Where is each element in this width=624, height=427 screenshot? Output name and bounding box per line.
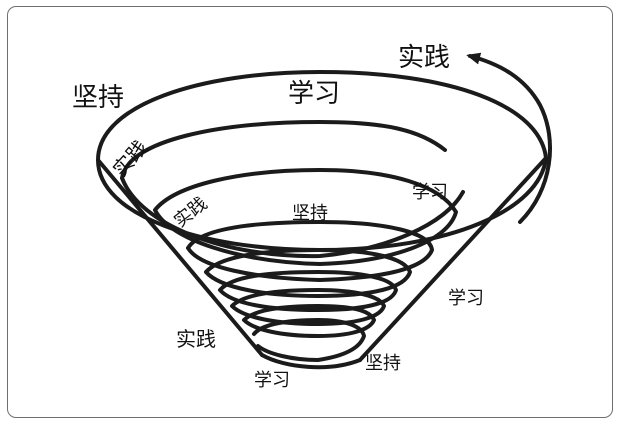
diagram-frame [7,6,613,418]
label-bottom-right: 坚持 [365,353,401,374]
label-outer-left: 坚持 [72,83,124,113]
spiral-ring-8 [242,304,376,338]
label-ring3-left: 实践 [170,193,211,232]
label-outer-right: 实践 [398,43,450,73]
spiral-ring-9 [252,318,366,362]
label-ring2-right: 学习 [412,182,448,203]
label-cone-right: 学习 [448,288,484,309]
label-ring3-center: 坚持 [292,203,328,224]
label-bottom-left: 学习 [254,370,290,391]
outgoing-arrow [466,52,552,224]
cone-left-side [96,158,264,357]
cone-right-side [358,156,548,362]
spiral-ring-1 [96,70,548,252]
label-ring2-left: 实践 [108,136,153,182]
spiral-ring-2 [120,120,465,259]
label-outer-top: 学习 [288,79,340,109]
label-cone-left: 实践 [176,327,216,351]
spiral-tail [260,353,362,370]
